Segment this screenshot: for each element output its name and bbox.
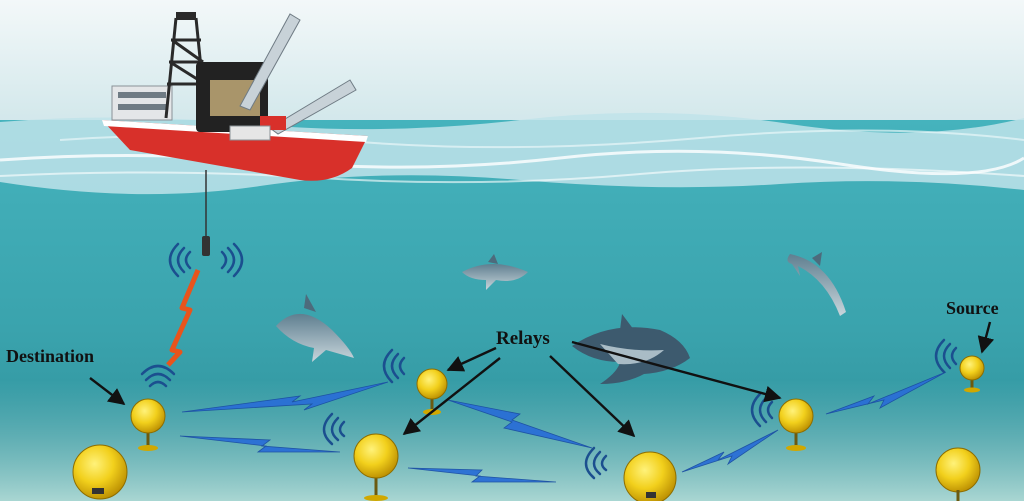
- source-label: Source: [946, 298, 999, 318]
- signal-wave-icon: [322, 412, 346, 446]
- relays-arrow: [571, 340, 782, 403]
- signal-wave-icon: [140, 364, 176, 388]
- lightning-link-icon: [166, 269, 201, 367]
- relays-arrow: [446, 346, 497, 372]
- relays-arrow: [402, 357, 501, 436]
- source-arrow: [977, 321, 995, 354]
- signal-wave-icon: [584, 446, 608, 480]
- lightning-link-icon: [407, 467, 557, 483]
- sensor-node-icon: [959, 355, 985, 393]
- relays-arrow: [549, 355, 636, 438]
- dolphin-icon: [462, 254, 528, 290]
- lightning-link-icon: [181, 381, 389, 413]
- destination-label: Destination: [6, 346, 94, 366]
- dolphin-icon: [572, 314, 690, 384]
- lightning-link-icon: [825, 371, 947, 415]
- ship-icon: [102, 12, 368, 256]
- lightning-link-icon: [447, 399, 593, 449]
- destination-arrow: [89, 377, 126, 406]
- sensor-node-icon: [353, 433, 399, 501]
- signal-wave-icon: [220, 242, 244, 278]
- dolphin-icon: [787, 252, 846, 316]
- signal-wave-icon: [934, 338, 958, 374]
- relays-label: Relays: [496, 328, 550, 349]
- signal-wave-icon: [168, 242, 192, 278]
- sensor-node-icon: [72, 444, 128, 500]
- sensor-node-icon: [935, 447, 981, 501]
- sensor-node-icon: [130, 398, 166, 451]
- lightning-link-icon: [681, 429, 779, 473]
- sensor-node-icon: [778, 398, 814, 451]
- lightning-link-icon: [179, 435, 341, 453]
- sensor-node-icon: [623, 451, 677, 501]
- signal-wave-icon: [382, 348, 406, 384]
- dolphin-icon: [276, 294, 354, 362]
